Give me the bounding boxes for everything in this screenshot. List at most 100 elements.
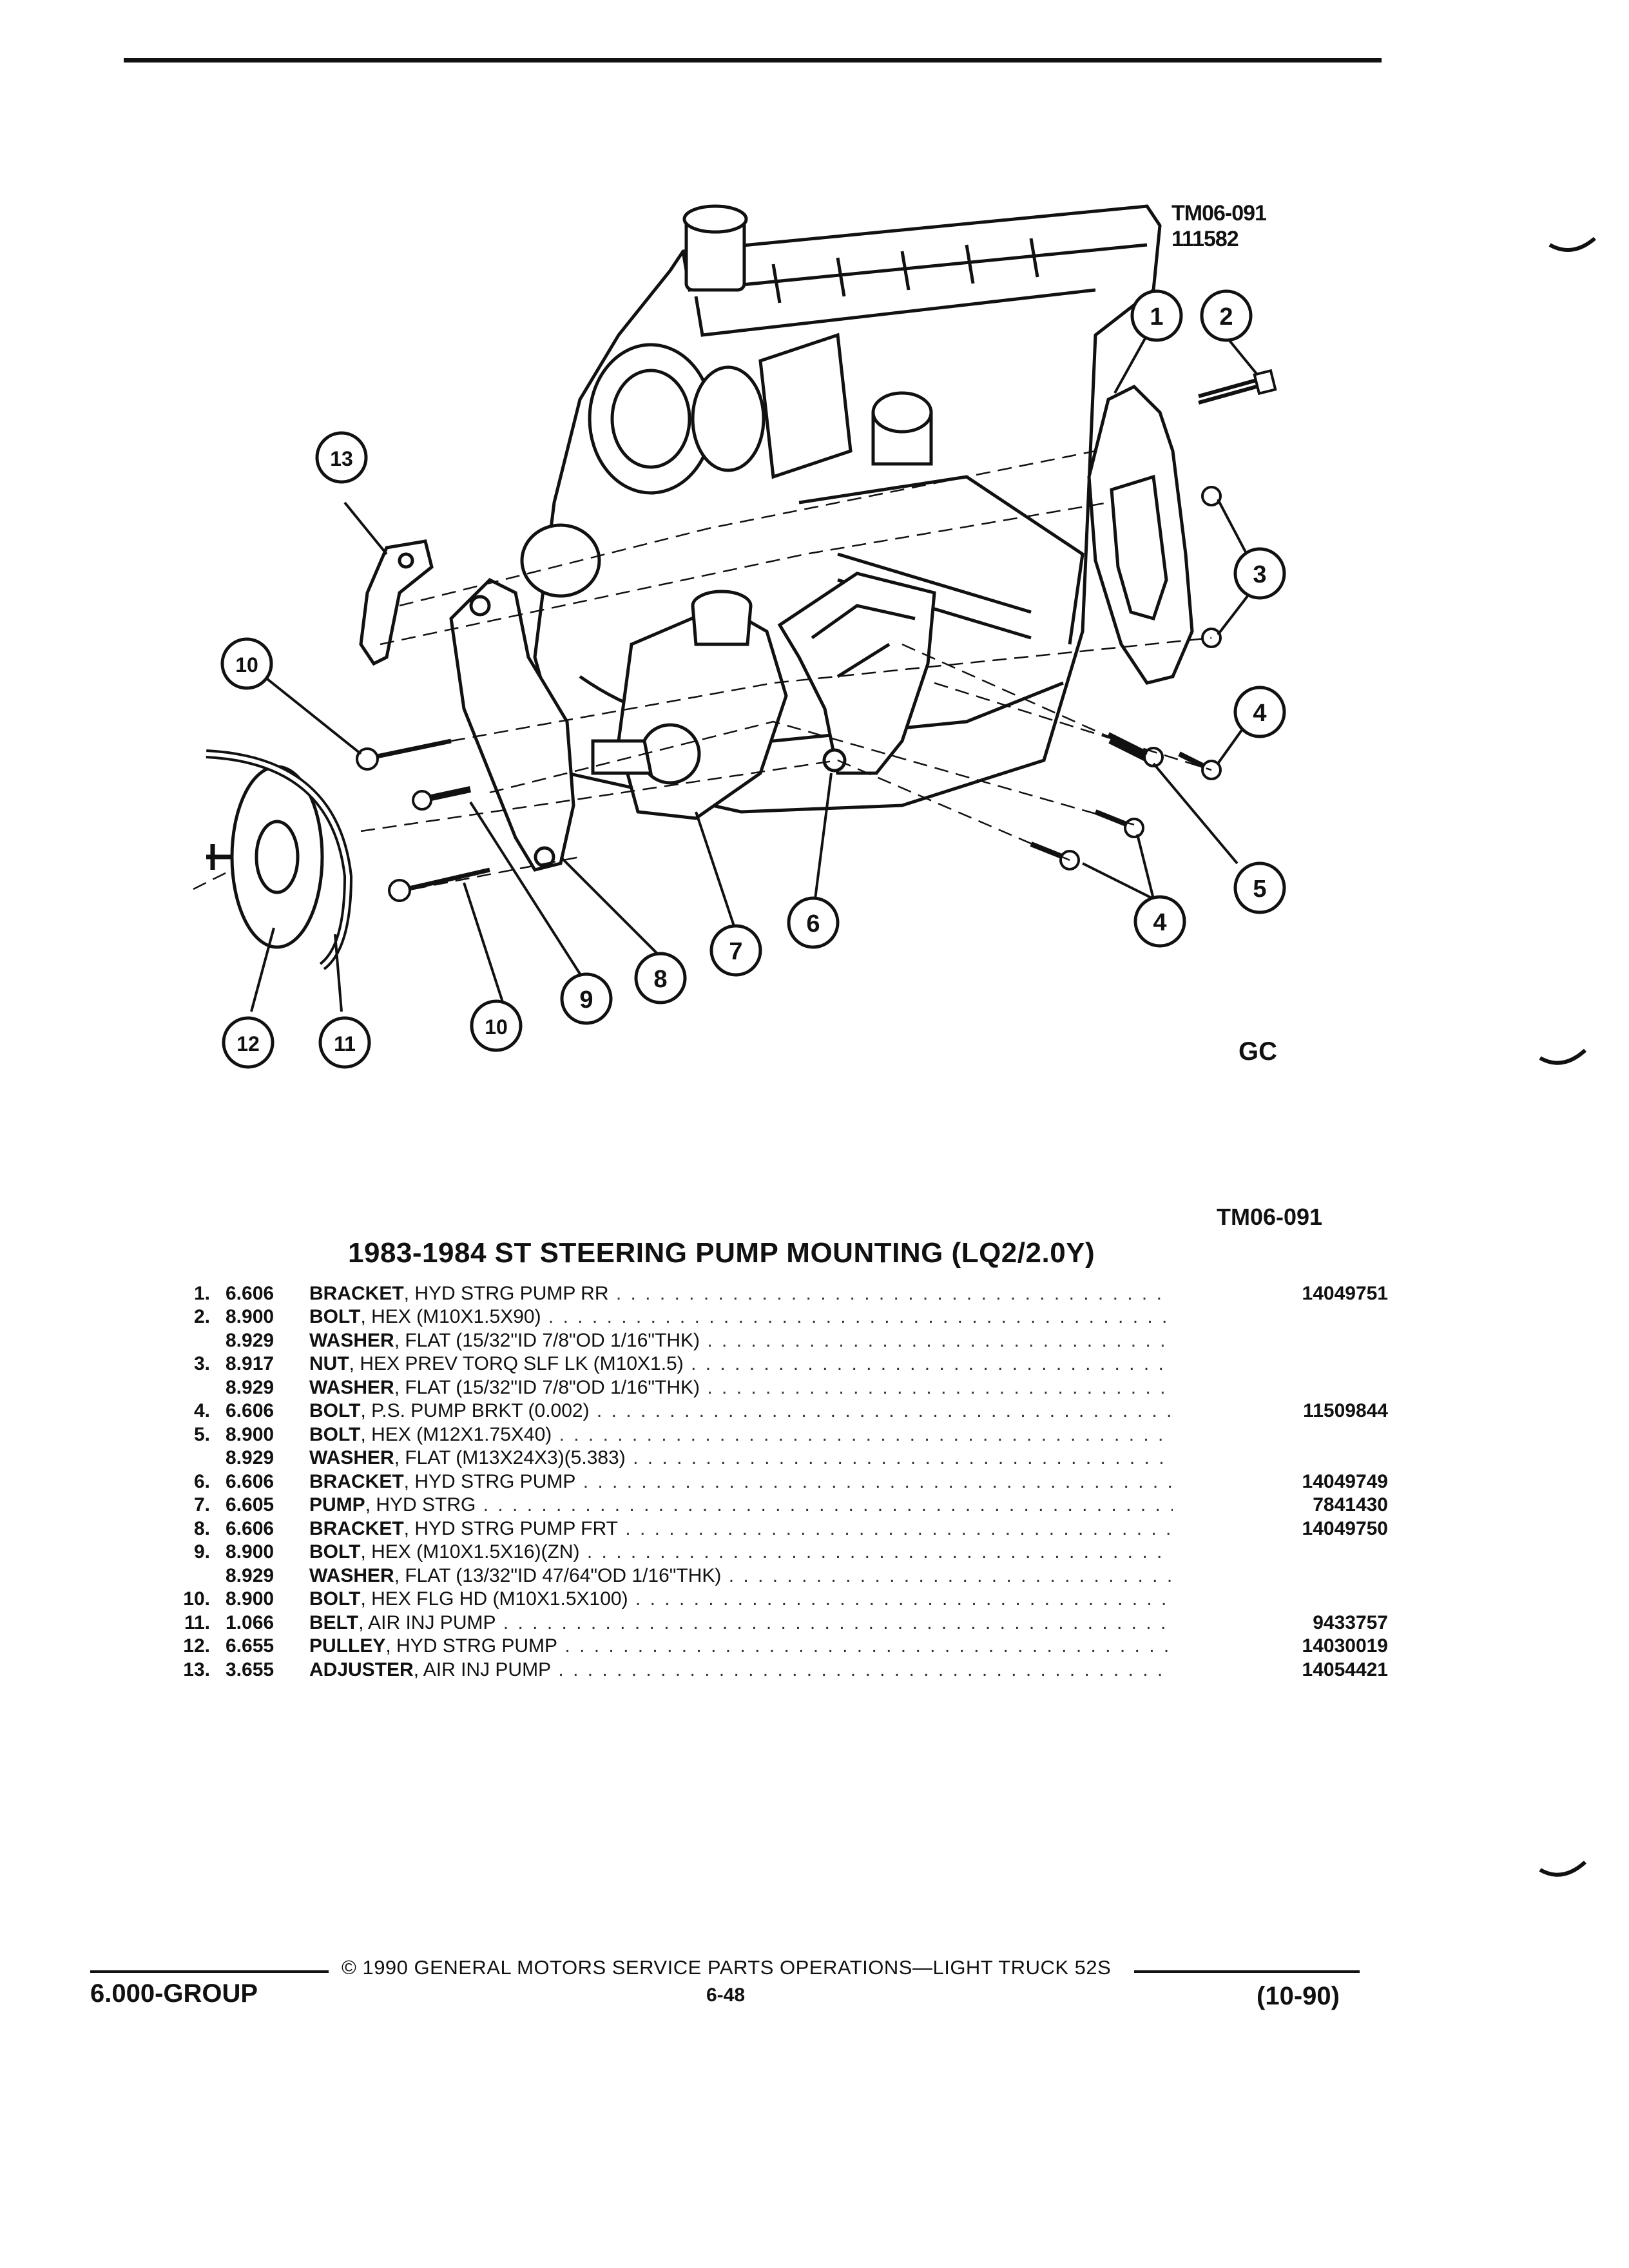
part-spec: , FLAT (15/32"ID 7/8"OD 1/16"THK) (394, 1329, 700, 1351)
leader-dots: . . . . . . . . . . . . . . . . . . . . … (635, 1588, 1173, 1610)
item-number: 1. (193, 1282, 210, 1304)
part-name: WASHER (309, 1329, 394, 1351)
item-number: 11. (184, 1611, 210, 1633)
part-description: BOLT, HEX (M12X1.75X40) . . . . . . . . … (309, 1422, 1173, 1446)
item-number: 2. (193, 1306, 210, 1327)
svg-text:1: 1 (1150, 303, 1163, 331)
part-spec: , HEX (M10X1.5X90) (360, 1306, 541, 1327)
group-code: 8.917 (226, 1353, 275, 1374)
figure-code-bottom: TM06-091 (1217, 1204, 1323, 1230)
item-number: 5. (193, 1423, 210, 1445)
callout-10-upper: 10 (220, 637, 273, 690)
part-number: 14049750 (1302, 1517, 1388, 1539)
item-number: 4. (193, 1400, 210, 1421)
leader-dots: . . . . . . . . . . . . . . . . . . . . … (625, 1517, 1173, 1539)
part-name: BRACKET (309, 1517, 404, 1539)
part-name: PUMP (309, 1494, 365, 1515)
svg-text:5: 5 (1253, 876, 1266, 903)
part-description: WASHER, FLAT (M13X24X3)(5.383) . . . . .… (309, 1446, 1173, 1470)
callout-1: 1 (1130, 289, 1183, 342)
front-bracket-shape (449, 577, 575, 872)
leader-dots: . . . . . . . . . . . . . . . . . . . . … (503, 1611, 1173, 1633)
part-number (1173, 1305, 1396, 1329)
leader-dots: . . . . . . . . . . . . . . . . . . . . … (583, 1470, 1173, 1492)
part-spec: , AIR INJ PUMP (358, 1611, 496, 1633)
leader-dots: . . . . . . . . . . . . . . . . . . . . … (596, 1400, 1173, 1421)
alignment-lines (193, 450, 1212, 890)
part-number: 14030019 (1302, 1635, 1388, 1657)
part-number: 14049749 (1302, 1470, 1388, 1492)
table-title: 1983-1984 ST STEERING PUMP MOUNTING (LQ2… (348, 1237, 1095, 1269)
leader-dots: . . . . . . . . . . . . . . . . . . . . … (564, 1635, 1173, 1657)
item-number: 6. (193, 1470, 210, 1492)
part-number (1173, 1587, 1396, 1611)
callout-11: 11 (318, 1016, 371, 1069)
group-code: 8.900 (226, 1423, 275, 1445)
callout-10-lower: 10 (470, 999, 523, 1052)
leader-dots: . . . . . . . . . . . . . . . . . . . . … (559, 1423, 1173, 1445)
svg-text:4: 4 (1253, 700, 1266, 727)
item-number: 7. (193, 1494, 210, 1515)
part-spec: , AIR INJ PUMP (413, 1658, 552, 1680)
group-code: 3.655 (226, 1658, 275, 1680)
part-spec: , HYD STRG PUMP (403, 1470, 576, 1492)
part-name: BRACKET (309, 1282, 404, 1304)
part-description: PULLEY, HYD STRG PUMP . . . . . . . . . … (309, 1634, 1173, 1658)
svg-text:11: 11 (334, 1032, 356, 1055)
parts-table: 1. 6.606 BRACKET, HYD STRG PUMP RR . . . .… (161, 1281, 1396, 1681)
leader-dots: . . . . . . . . . . . . . . . . . . . . … (483, 1494, 1173, 1515)
part-number (1173, 1352, 1396, 1376)
group-code: 6.606 (226, 1470, 275, 1492)
svg-text:7: 7 (729, 938, 742, 965)
margin-mark (1539, 1860, 1587, 1877)
callout-13: 13 (315, 431, 368, 484)
part-name: BOLT (309, 1306, 361, 1327)
part-description: WASHER, FLAT (15/32"ID 7/8"OD 1/16"THK) … (309, 1328, 1173, 1352)
part-spec: , HEX PREV TORQ SLF LK (M10X1.5) (349, 1353, 684, 1374)
leader-dots: . . . . . . . . . . . . . . . . . . . . … (586, 1541, 1173, 1562)
svg-text:2: 2 (1219, 303, 1233, 331)
part-number: 14049751 (1302, 1282, 1388, 1304)
leader-dots: . . . . . . . . . . . . . . . . . . . . … (707, 1376, 1173, 1398)
part-description: BRACKET, HYD STRG PUMP RR . . . . . . . … (309, 1281, 1173, 1305)
table-row: 11. 1.066 BELT, AIR INJ PUMP . . . . . . .… (161, 1610, 1396, 1634)
part-description: BOLT, HEX (M10X1.5X90) . . . . . . . . .… (309, 1305, 1173, 1329)
margin-mark (1548, 236, 1596, 252)
part-spec: , HYD STRG PUMP FRT (403, 1517, 618, 1539)
item-number: 12. (183, 1635, 210, 1657)
callouts: 1 2 3 4 5 6 7 8 9 10 11 12 13 4 10 (220, 289, 1286, 1069)
part-name: BELT (309, 1611, 359, 1633)
part-number (1173, 1375, 1396, 1399)
table-row: 8.929 WASHER, FLAT (M13X24X3)(5.383) . . … (161, 1446, 1396, 1470)
leader-dots: . . . . . . . . . . . . . . . . . . . . … (633, 1447, 1173, 1468)
leader-dots: . . . . . . . . . . . . . . . . . . . . … (728, 1564, 1173, 1586)
part-name: BOLT (309, 1541, 361, 1562)
part-name: WASHER (309, 1447, 394, 1468)
part-description: BOLT, HEX (M10X1.5X16)(ZN) . . . . . . .… (309, 1540, 1173, 1564)
item-number: 3. (193, 1353, 210, 1374)
group-code: 6.655 (226, 1635, 275, 1657)
group-code: 1.066 (226, 1611, 275, 1633)
part-name: WASHER (309, 1376, 394, 1398)
group-code: 8.900 (226, 1306, 275, 1327)
part-spec: , HYD STRG PUMP (385, 1635, 558, 1657)
svg-text:13: 13 (330, 447, 353, 470)
callout-9: 9 (560, 972, 613, 1025)
part-number (1173, 1422, 1396, 1446)
part-name: ADJUSTER (309, 1658, 414, 1680)
group-code: 6.606 (226, 1517, 275, 1539)
footer-copyright: © 1990 GENERAL MOTORS SERVICE PARTS OPER… (342, 1956, 1112, 1979)
group-code: 8.929 (226, 1447, 275, 1468)
page-number: 6-48 (706, 1984, 746, 2006)
part-number: 14054421 (1302, 1658, 1388, 1680)
